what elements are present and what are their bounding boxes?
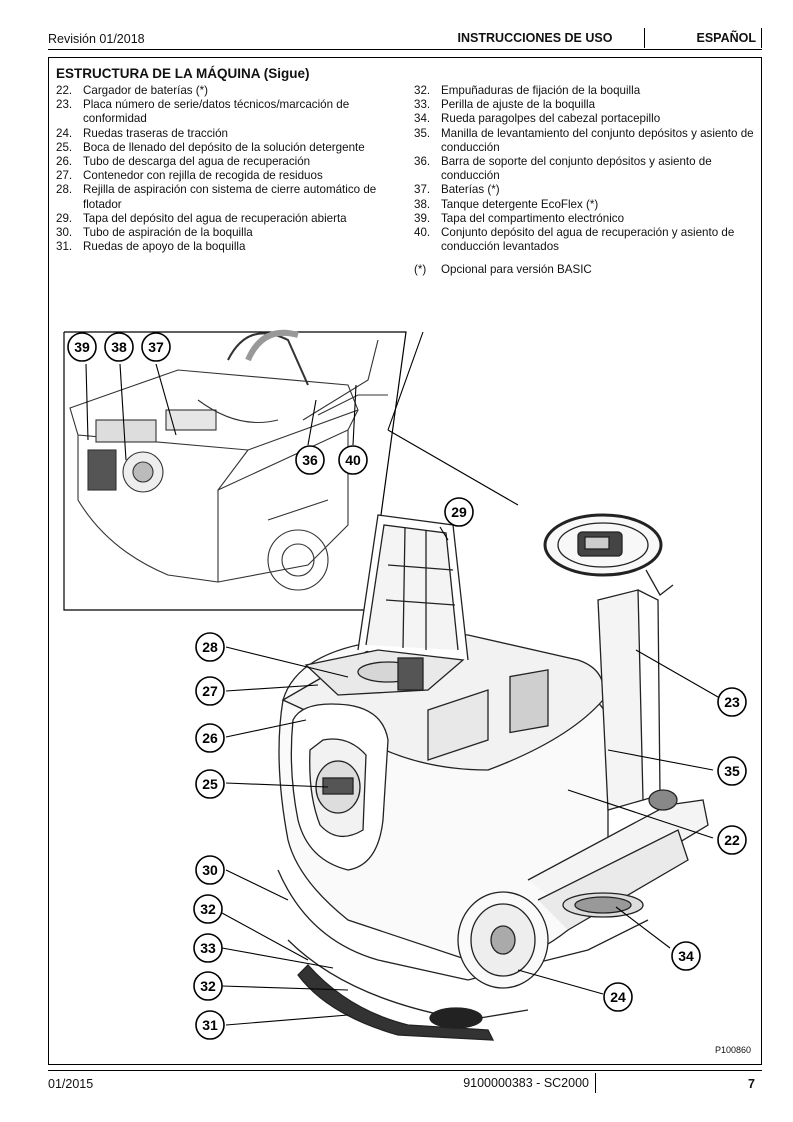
callout-40: 40 (338, 445, 368, 475)
callout-24: 24 (603, 982, 633, 1012)
list-item: 30.Tubo de aspiración de la boquilla (56, 226, 253, 240)
svg-text:31: 31 (202, 1017, 218, 1033)
list-item: 40.Conjunto depósito del agua de recuper… (414, 226, 735, 254)
callout-27: 27 (195, 676, 225, 706)
header-divider (761, 28, 762, 48)
content-frame (48, 57, 762, 1065)
svg-text:25: 25 (202, 776, 218, 792)
svg-text:33: 33 (200, 940, 216, 956)
svg-text:26: 26 (202, 730, 218, 746)
machine-diagram: 39 38 37 36 40 29 28 27 26 25 30 32 33 3… (63, 329, 747, 1041)
revision-label: Revisión 01/2018 (48, 32, 145, 46)
page-header: Revisión 01/2018 INSTRUCCIONES DE USO ES… (48, 28, 762, 48)
list-item: 23.Placa número de serie/datos técnicos/… (56, 98, 350, 126)
list-item: 35.Manilla de levantamiento del conjunto… (414, 126, 754, 154)
callout-37: 37 (141, 332, 171, 362)
footnote: (*)Opcional para versión BASIC (414, 263, 592, 277)
callout-23: 23 (717, 687, 747, 717)
callout-35: 35 (717, 756, 747, 786)
leader-lines (85, 363, 719, 1026)
list-item: 28.Rejilla de aspiración con sistema de … (56, 183, 377, 211)
section-title: ESTRUCTURA DE LA MÁQUINA (Sigue) (56, 66, 310, 81)
parts-list-left: 22.Cargador de baterías (*) 23.Placa núm… (56, 84, 396, 254)
callout-33: 33 (193, 933, 223, 963)
svg-text:27: 27 (202, 683, 218, 699)
section-label: INSTRUCCIONES DE USO (426, 28, 645, 48)
list-item: 34.Rueda paragolpes del cabezal portacep… (414, 112, 661, 126)
main-machine (277, 513, 709, 1041)
svg-text:34: 34 (678, 948, 694, 964)
svg-text:39: 39 (74, 339, 90, 355)
svg-text:24: 24 (610, 989, 626, 1005)
svg-text:22: 22 (724, 832, 740, 848)
svg-text:35: 35 (724, 763, 740, 779)
callout-29: 29 (444, 497, 474, 527)
svg-text:40: 40 (345, 452, 361, 468)
list-item: 39.Tapa del compartimento electrónico (414, 211, 625, 225)
svg-text:28: 28 (202, 639, 218, 655)
footer-doc-code: 9100000383 - SC2000 (448, 1073, 596, 1093)
callout-25: 25 (195, 769, 225, 799)
callout-26: 26 (195, 723, 225, 753)
svg-text:30: 30 (202, 862, 218, 878)
list-item: 24.Ruedas traseras de tracción (56, 126, 228, 140)
list-item: 33.Perilla de ajuste de la boquilla (414, 98, 596, 112)
svg-text:36: 36 (302, 452, 318, 468)
svg-text:32: 32 (200, 978, 216, 994)
footer-date: 01/2015 (48, 1077, 94, 1091)
figure-code: P100860 (715, 1045, 752, 1055)
list-item: 32.Empuñaduras de fijación de la boquill… (414, 84, 641, 97)
list-item: 29.Tapa del depósito del agua de recuper… (56, 211, 347, 225)
list-item: 26.Tubo de descarga del agua de recupera… (56, 155, 311, 169)
callout-28: 28 (195, 632, 225, 662)
list-item: 37.Baterías (*) (414, 183, 500, 197)
callout-31: 31 (195, 1010, 225, 1040)
callout-38: 38 (104, 332, 134, 362)
callout-30: 30 (195, 855, 225, 885)
svg-text:32: 32 (200, 901, 216, 917)
svg-text:38: 38 (111, 339, 127, 355)
list-item: 31.Ruedas de apoyo de la boquilla (56, 240, 246, 254)
svg-text:23: 23 (724, 694, 740, 710)
callout-36: 36 (295, 445, 325, 475)
callout-22: 22 (717, 825, 747, 855)
svg-text:29: 29 (451, 504, 467, 520)
callouts: 39 38 37 36 40 29 28 27 26 25 30 32 33 3… (67, 332, 747, 1040)
list-item: 27.Contenedor con rejilla de recogida de… (56, 169, 323, 183)
parts-list-right: 32.Empuñaduras de fijación de la boquill… (414, 84, 754, 278)
callout-32b: 32 (193, 971, 223, 1001)
callout-34: 34 (671, 941, 701, 971)
page-number: 7 (748, 1077, 755, 1091)
svg-text:37: 37 (148, 339, 164, 355)
list-item: 38.Tanque detergente EcoFlex (*) (414, 197, 599, 211)
list-item: 36.Barra de soporte del conjunto depósit… (414, 155, 712, 183)
header-rule (48, 49, 762, 50)
footer-rule (48, 1070, 762, 1071)
list-item: 22.Cargador de baterías (*) (56, 84, 209, 97)
callout-32: 32 (193, 894, 223, 924)
language-label: ESPAÑOL (696, 31, 757, 45)
callout-39: 39 (67, 332, 97, 362)
list-item: 25.Boca de llenado del depósito de la so… (56, 140, 365, 154)
